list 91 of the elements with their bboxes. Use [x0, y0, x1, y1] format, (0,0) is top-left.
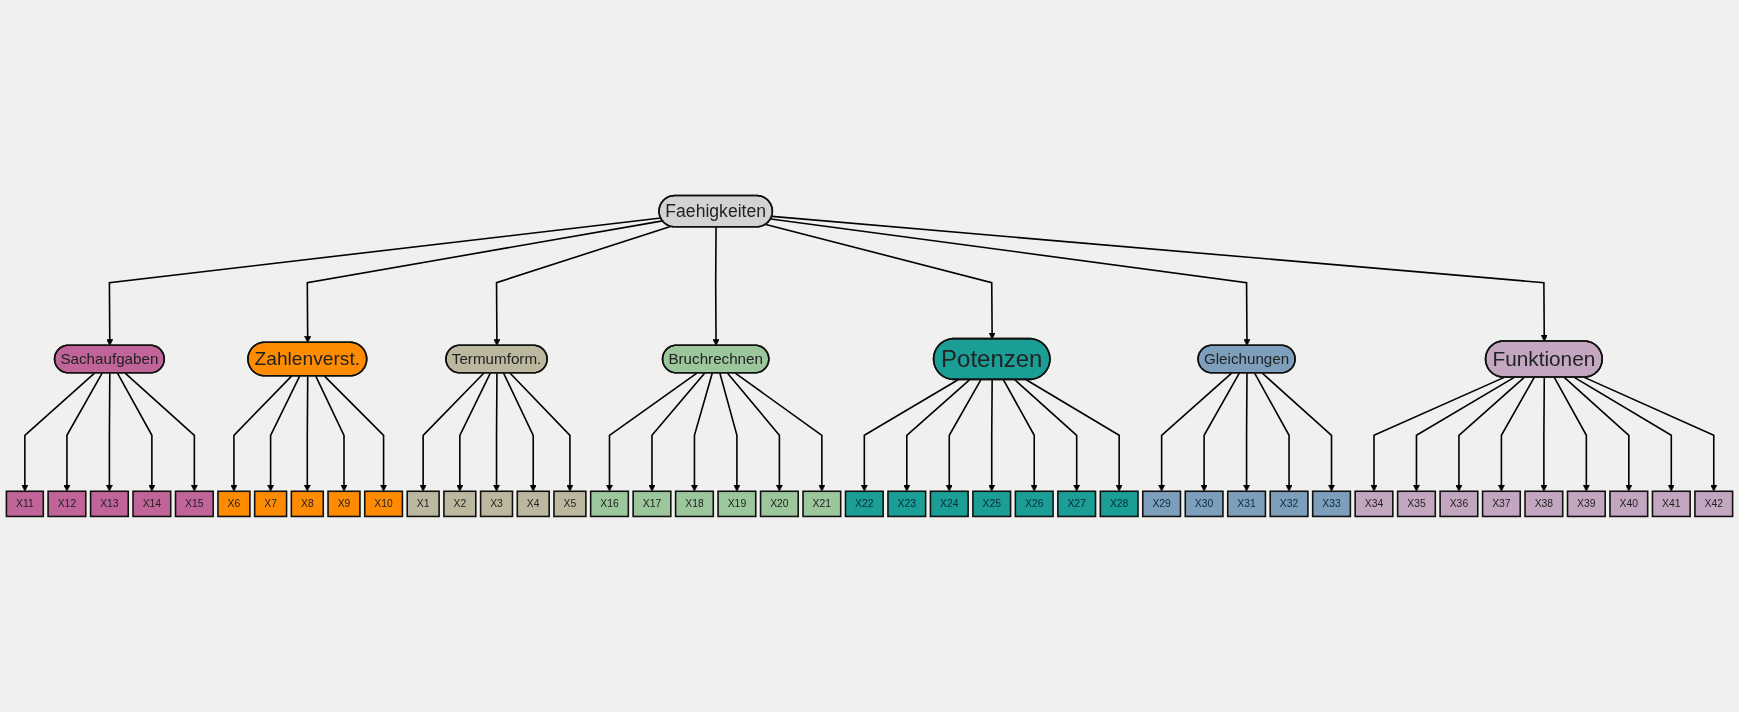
node-box: X2 — [443, 490, 477, 518]
arrow — [419, 372, 485, 492]
node-box: X6 — [217, 490, 251, 518]
arrow — [1261, 372, 1336, 492]
node-box: X41 — [1651, 490, 1691, 518]
arrow — [1253, 372, 1293, 492]
node-box: X37 — [1481, 490, 1522, 518]
node-box: X42 — [1694, 490, 1734, 518]
node-box: X15 — [174, 490, 214, 518]
arrow — [509, 372, 574, 492]
node-box: X5 — [553, 490, 587, 518]
arrow — [493, 225, 672, 346]
node-box: X16 — [589, 490, 630, 518]
node-box: X34 — [1354, 490, 1394, 518]
arrow — [1200, 372, 1241, 492]
node-box: X40 — [1609, 490, 1649, 518]
node-box: X14 — [132, 490, 172, 518]
arrow — [63, 372, 103, 492]
arrow — [1455, 376, 1526, 492]
node-box: X24 — [929, 490, 969, 518]
node-box: X4 — [516, 490, 550, 518]
arrow — [106, 217, 662, 346]
arrow — [230, 375, 293, 492]
node-box: X7 — [253, 490, 288, 518]
arrow — [1573, 376, 1675, 492]
node-box: X21 — [802, 490, 842, 518]
node-box: X17 — [632, 490, 672, 518]
arrow — [1370, 376, 1506, 492]
node-box: X33 — [1311, 490, 1352, 518]
arrow — [124, 372, 198, 492]
node-box: X23 — [887, 490, 927, 518]
node-box: X1 — [406, 490, 440, 518]
arrow — [719, 372, 741, 492]
arrow — [1014, 378, 1081, 492]
node-box: X18 — [674, 490, 715, 518]
arrow — [648, 372, 706, 492]
node-box: X32 — [1269, 490, 1309, 518]
arrow — [734, 372, 826, 492]
arrow — [21, 372, 96, 492]
node-box: X9 — [327, 490, 361, 518]
arrow — [726, 372, 783, 492]
node-box: X30 — [1184, 490, 1224, 518]
arrow — [1002, 378, 1038, 492]
node-box: X8 — [290, 490, 325, 518]
node-box: X3 — [479, 490, 514, 518]
arrow — [765, 223, 996, 340]
node-box: X27 — [1057, 490, 1097, 518]
node-box: X25 — [972, 490, 1012, 518]
arrow — [1497, 376, 1536, 492]
node-box: X28 — [1099, 490, 1139, 518]
arrow — [105, 372, 113, 492]
arrow — [770, 218, 1251, 346]
arrow — [314, 375, 348, 492]
arrow — [1553, 376, 1590, 492]
arrow — [323, 375, 388, 492]
arrow — [116, 372, 156, 492]
arrow — [1563, 376, 1633, 492]
arrow — [267, 375, 301, 492]
arrow — [771, 215, 1548, 342]
arrow — [988, 378, 996, 492]
arrow — [303, 375, 311, 492]
arrow — [860, 378, 959, 492]
node-box: X39 — [1566, 490, 1606, 518]
arrow — [502, 372, 537, 492]
arrow — [606, 372, 698, 492]
arrow — [945, 378, 982, 492]
arrow — [1412, 376, 1516, 492]
node-box: X36 — [1439, 490, 1479, 518]
node-box: X29 — [1142, 490, 1182, 518]
arrow — [1583, 376, 1718, 492]
node-box: X20 — [759, 490, 799, 518]
arrow — [1158, 372, 1233, 492]
node-box: X10 — [363, 490, 404, 518]
arrow — [304, 220, 664, 343]
arrow — [903, 378, 971, 492]
node-box: X22 — [844, 490, 884, 518]
node-box: X13 — [89, 490, 130, 518]
node-box: X19 — [717, 490, 757, 518]
arrow — [690, 372, 714, 492]
arrow — [456, 372, 492, 492]
arrow — [712, 226, 720, 346]
node-box: X31 — [1226, 490, 1267, 518]
node-box: X11 — [5, 490, 45, 518]
arrow — [1243, 372, 1251, 492]
node-box: X35 — [1396, 490, 1437, 518]
arrow — [1540, 376, 1548, 492]
arrow — [1025, 378, 1123, 492]
node-box: X38 — [1524, 490, 1564, 518]
node-box: X26 — [1014, 490, 1054, 518]
node-box: X12 — [47, 490, 87, 518]
arrow — [493, 372, 501, 492]
